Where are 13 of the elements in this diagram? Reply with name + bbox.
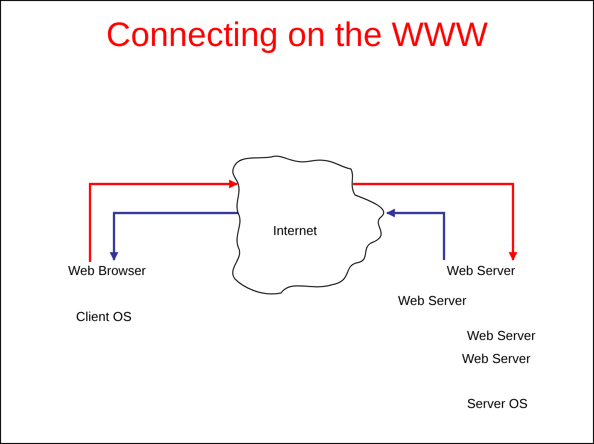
text-label: Web Server: [467, 328, 536, 344]
arrow: [353, 182, 518, 261]
slide-title: Connecting on the WWW: [105, 15, 489, 55]
text-label: Web Server: [462, 351, 530, 367]
text-label: Server OS: [467, 396, 528, 412]
arrow: [386, 208, 446, 260]
node-text: Web Browser: [59, 262, 155, 280]
node-text: Internet: [272, 223, 318, 239]
node-text: Web Server: [439, 262, 523, 280]
arrow: [110, 212, 239, 261]
text-label: Client OS: [76, 309, 132, 325]
text-label: Web Server: [398, 293, 466, 309]
arrow: [88, 180, 238, 262]
